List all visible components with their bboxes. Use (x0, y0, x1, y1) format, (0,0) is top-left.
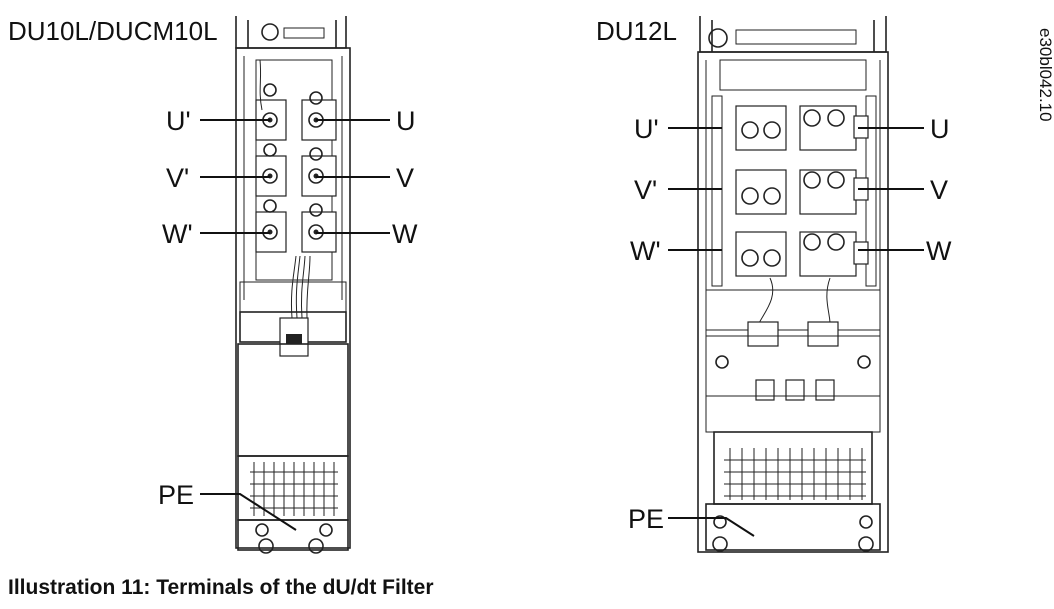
du12l-terminal-v-prime: V' (634, 175, 657, 205)
figure-code: e30bl042.10 (1036, 28, 1054, 122)
du10l-terminal-v-prime: V' (166, 163, 189, 193)
du12l-terminal-v: V (930, 175, 948, 205)
du10l-title: DU10L/DUCM10L (8, 16, 218, 46)
du10l-terminal-u: U (396, 106, 416, 136)
du12l-title: DU12L (596, 16, 677, 46)
du10l-terminal-pe: PE (158, 480, 194, 510)
du12l-terminal-w: W (926, 236, 952, 266)
du10l-terminal-w: W (392, 219, 418, 249)
du12l-terminal-pe: PE (628, 504, 664, 534)
du10l-terminal-u-prime: U' (166, 106, 191, 136)
figure-caption: Illustration 11: Terminals of the dU/dt … (8, 576, 434, 599)
du12l-drawing (697, 16, 889, 553)
du10l-terminal-v: V (396, 163, 414, 193)
du12l-pe-leader (668, 517, 755, 537)
du10l-pe-leader (200, 493, 297, 531)
du12l-terminal-w-prime: W' (630, 236, 661, 266)
du12l-terminal-u-prime: U' (634, 114, 659, 144)
du10l-terminal-w-prime: W' (162, 219, 193, 249)
du10l-drawing (235, 16, 351, 554)
du12l-terminal-u: U (930, 114, 950, 144)
